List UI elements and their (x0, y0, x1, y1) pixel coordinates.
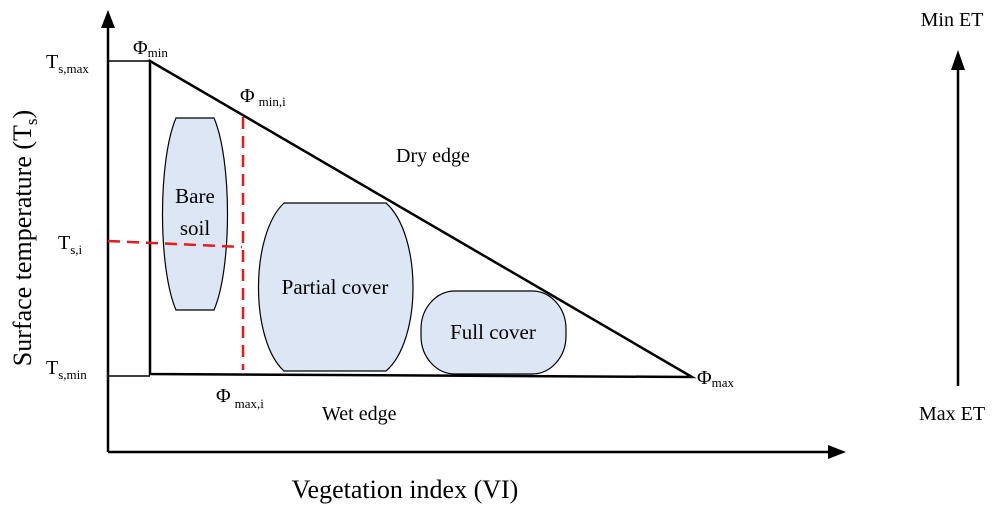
ts-max-label: Ts,max (46, 51, 89, 76)
et-arrow-head (951, 50, 965, 70)
phi-max-label: Φmax (697, 367, 735, 390)
y-axis-arrow (101, 10, 115, 28)
wet-edge-label: Wet edge (322, 403, 397, 425)
y-axis-title: Surface temperature (Ts) (8, 110, 41, 366)
x-axis-arrow (828, 445, 846, 459)
partial-cover-region (258, 202, 414, 372)
min-et-label: Min ET (921, 9, 984, 31)
partial-cover-label: Partial cover (282, 275, 389, 299)
phi-min-label: Φmin (133, 37, 168, 60)
full-cover-label: Full cover (450, 320, 536, 344)
dry-edge-label: Dry edge (396, 145, 470, 167)
bare-soil-label-line2: soil (180, 216, 211, 240)
bare-soil-region (161, 117, 229, 311)
x-axis-title: Vegetation index (VI) (292, 475, 519, 504)
ts-i-label: Ts,i (58, 232, 83, 257)
bare-soil-label-line1: Bare (175, 184, 215, 208)
full-cover-region (420, 290, 567, 375)
ts-i-dashed-line (107, 239, 243, 249)
ts-min-label: Ts,min (46, 357, 87, 382)
triangle-outline (148, 58, 697, 379)
max-et-label: Max ET (919, 403, 985, 425)
